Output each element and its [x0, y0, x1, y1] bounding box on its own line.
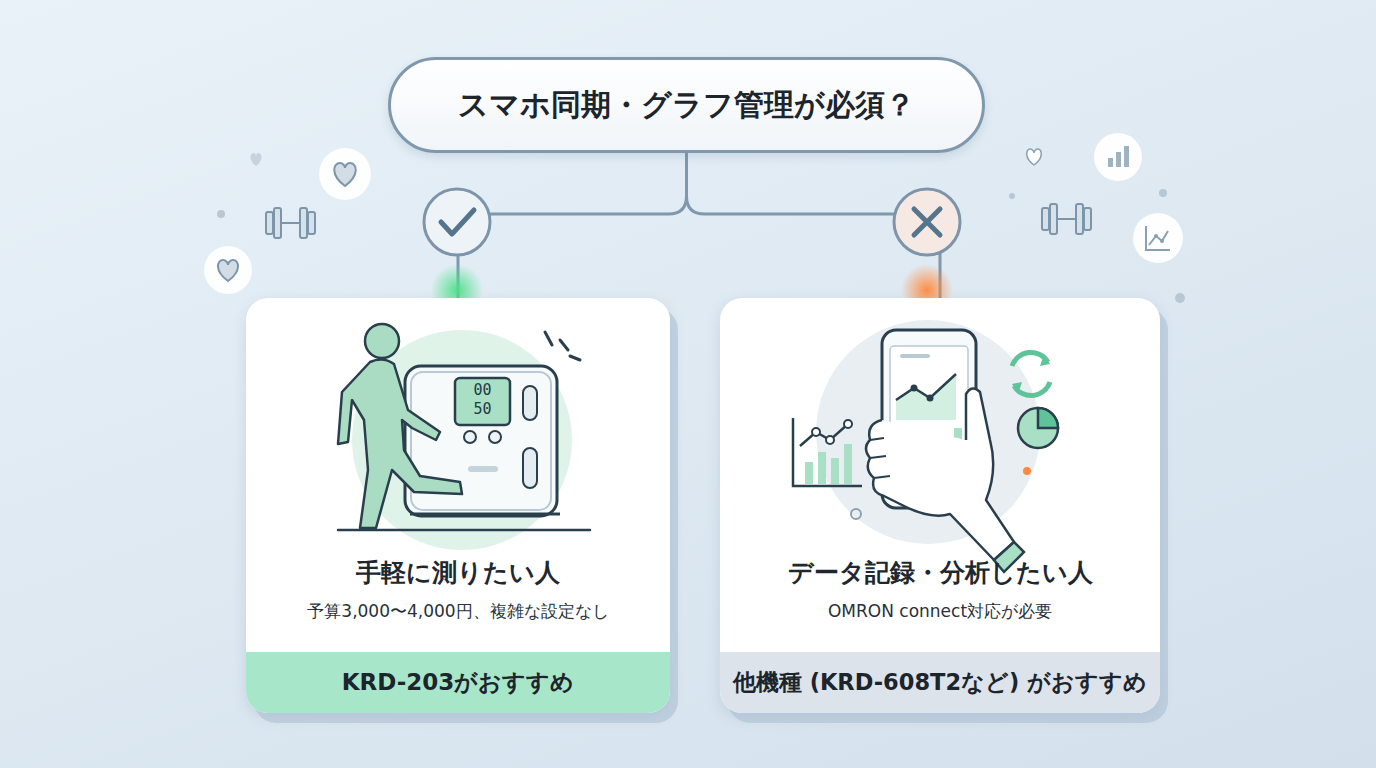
- phone-illustration: [866, 388, 1014, 560]
- phone-illustration: [911, 385, 918, 392]
- phone-illustration: [927, 395, 934, 402]
- question-pill: スマホ同期・グラフ管理が必須？: [388, 57, 985, 153]
- chart-badge: [1146, 226, 1170, 250]
- dumbbell-icon: [300, 208, 307, 238]
- dumbbell-icon: [1084, 208, 1091, 230]
- phone-illustration: [1040, 354, 1050, 366]
- display-digits: 00: [455, 381, 510, 399]
- heart-badge: [204, 148, 1041, 294]
- dumbbell-icon: [1042, 208, 1049, 230]
- card-heading: データ記録・分析したい人: [720, 556, 1160, 589]
- card-body: OMRON connect対応が必要: [720, 600, 1160, 623]
- chart-badge: [1124, 146, 1129, 167]
- chart-badge: [1094, 133, 1183, 263]
- dumbbell-icon: [1050, 204, 1057, 234]
- option-card: データ記録・分析したい人 OMRON connect対応が必要他機種 (KRD-6…: [720, 298, 1160, 713]
- heart-badge: [319, 148, 371, 200]
- scale-illustration: [545, 332, 580, 360]
- heart-badge: [251, 153, 262, 166]
- scale-illustration: [338, 324, 590, 550]
- cross-icon: [914, 209, 940, 235]
- scale-illustration: [523, 448, 537, 488]
- check-icon: [424, 189, 490, 255]
- phone-illustration: [720, 298, 1160, 713]
- phone-illustration: [1012, 382, 1022, 394]
- phone-illustration: [900, 354, 930, 358]
- question-text: スマホ同期・グラフ管理が必須？: [458, 85, 915, 126]
- heart-badge: [334, 163, 356, 186]
- scale-illustration: [338, 359, 462, 528]
- phone-illustration: [800, 424, 848, 446]
- heart-badge: [204, 246, 252, 294]
- recommend-band: KRD-203がおすすめ: [246, 652, 670, 713]
- scale-illustration: [468, 466, 498, 472]
- phone-illustration: [870, 438, 890, 478]
- dumbbell-icon: [266, 204, 1091, 238]
- phone-illustration: [896, 374, 956, 420]
- dumbbell-icon: [1057, 218, 1076, 220]
- chart-badge: [1094, 133, 1142, 181]
- phone-illustration: [826, 436, 834, 444]
- scale-illustration: [365, 324, 399, 358]
- card-heading: 手軽に測りたい人: [246, 556, 670, 589]
- check-icon: [441, 210, 474, 234]
- phone-illustration: [818, 452, 826, 484]
- phone-illustration: [896, 374, 956, 400]
- check-icon: [424, 189, 490, 255]
- scale-illustration: [464, 431, 476, 443]
- phone-illustration: [793, 418, 862, 486]
- card-body: 予算3,000〜4,000円、複雑な設定なし: [246, 600, 670, 623]
- phone-illustration: [812, 428, 820, 436]
- recommend-band: 他機種 (KRD-608T2など) がおすすめ: [720, 652, 1160, 713]
- dumbbell-icon: [274, 208, 281, 238]
- scale-illustration: [455, 378, 510, 425]
- chart-badge: [1160, 239, 1164, 243]
- phone-illustration: [1038, 408, 1058, 428]
- scale-illustration: [410, 513, 560, 516]
- phone-illustration: [805, 462, 813, 484]
- branch-connector: [458, 153, 687, 298]
- dot: [217, 210, 225, 218]
- chart-badge: [1116, 152, 1121, 167]
- dot: [1009, 193, 1015, 199]
- heart-badge: [218, 260, 238, 281]
- band-text: 他機種 (KRD-608T2など) がおすすめ: [733, 667, 1147, 698]
- dot: [217, 189, 1185, 303]
- chart-badge: [1154, 234, 1158, 238]
- phone-illustration: [851, 509, 861, 519]
- dot: [1175, 293, 1185, 303]
- chart-badge: [1108, 158, 1113, 167]
- dumbbell-icon: [1076, 204, 1083, 234]
- phone-illustration: [793, 320, 1058, 572]
- dumbbell-icon: [308, 212, 315, 234]
- phone-illustration: [831, 458, 839, 484]
- chart-badge: [1133, 213, 1183, 263]
- dumbbell-icon: [281, 222, 300, 224]
- heart-badge: [1027, 149, 1042, 165]
- phone-illustration: [844, 444, 852, 484]
- option-card: 手軽に測りたい人予算3,000〜4,000円、複雑な設定なし KRD-203がおす…: [246, 298, 670, 713]
- cross-icon: [894, 189, 960, 255]
- chart-badge: [1149, 231, 1168, 245]
- scale-illustration: [489, 431, 501, 443]
- band-text: KRD-203がおすすめ: [342, 667, 575, 698]
- phone-illustration: [1023, 467, 1031, 475]
- scale-illustration: [246, 298, 670, 713]
- display-digits: 50: [455, 400, 510, 418]
- dumbbell-icon: [266, 212, 273, 234]
- phone-illustration: [1018, 408, 1058, 448]
- phone-illustration: [844, 420, 852, 428]
- dot: [1159, 189, 1167, 197]
- cross-icon: [894, 189, 960, 255]
- scale-illustration: [523, 386, 537, 420]
